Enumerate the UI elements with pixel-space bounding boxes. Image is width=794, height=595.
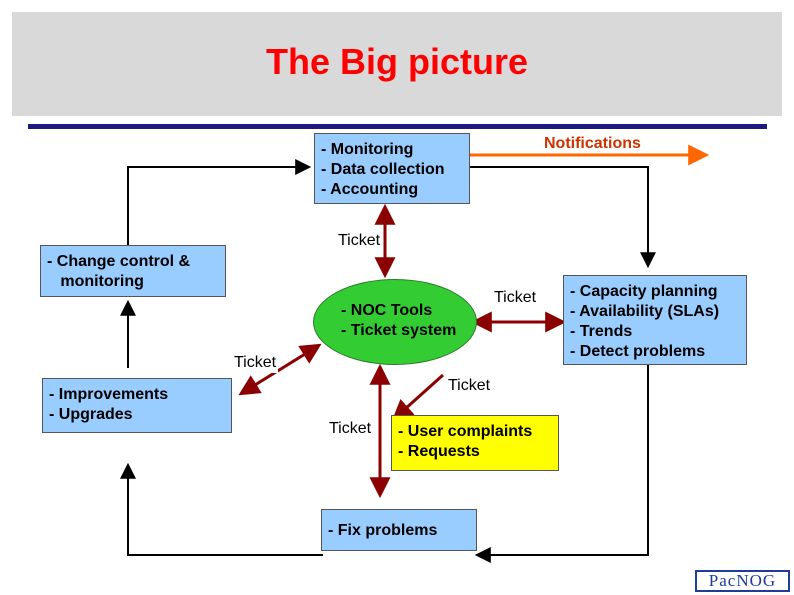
upgrades-line: - Upgrades [49,406,133,423]
fix-problems-box: - Fix problems [321,509,477,551]
pacnog-logo-icon: PacNOG [695,570,790,592]
cycle-arrow-right [474,365,649,563]
capacity-planning-line: - Capacity planning [570,283,718,300]
detect-problems-line: - Detect problems [570,343,706,360]
fix-problems-line: - Fix problems [328,522,438,539]
notifications-label: Notifications [544,135,641,152]
improvements-line: - Improvements [49,386,169,403]
change-control-box: - Change control & monitoring [40,245,226,297]
ticket-label-left: Ticket [232,353,279,373]
noc-tools-line: - NOC Tools [341,302,433,319]
ticket-label-bottom-left: Ticket [327,419,374,439]
user-complaints-box: - User complaints - Requests [391,415,559,471]
ticket-label-top: Ticket [336,231,383,251]
capacity-box: - Capacity planning - Availability (SLAs… [563,275,747,365]
ticket-arrow-left [238,343,322,396]
ticket-label-right: Ticket [492,288,539,308]
improvements-box: - Improvements - Upgrades [42,378,232,433]
noc-center-text: - NOC Tools - Ticket system [341,301,456,341]
cycle-arrow-bottom [120,462,323,556]
trends-line: - Trends [570,323,633,340]
title-band [12,12,782,116]
requests-line: - Requests [398,443,480,460]
data-collection-line: - Data collection [321,161,445,178]
availability-line: - Availability (SLAs) [570,303,720,320]
title-underline [28,124,767,129]
change-control-line: - Change control & [47,253,191,270]
ticket-arrow-bottom-right [391,373,445,421]
ticket-system-line: - Ticket system [341,322,457,339]
accounting-line: - Accounting [321,181,419,198]
monitoring-box: - Monitoring - Data collection - Account… [314,133,470,204]
ticket-label-bottom-right: Ticket [446,376,493,396]
slide-title: The Big picture [265,41,529,82]
cycle-arrow-top [470,166,656,269]
monitoring-subline: monitoring [47,273,144,290]
noc-center-ellipse [313,279,477,365]
user-complaints-line: - User complaints [398,423,533,440]
monitoring-line: - Monitoring [321,141,414,158]
cycle-arrow-left [127,159,312,246]
